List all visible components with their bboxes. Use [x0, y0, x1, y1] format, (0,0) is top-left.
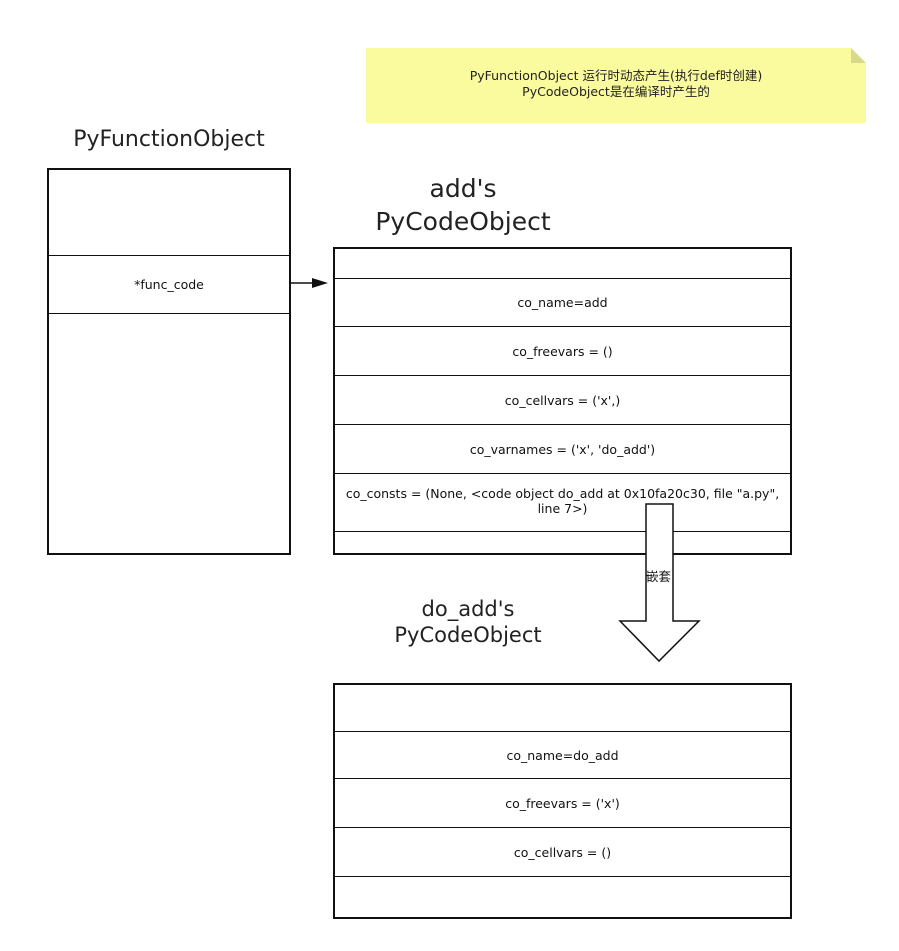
do-add-co-name: co_name=do_add [335, 731, 790, 778]
sticky-note-text: PyFunctionObject 运行时动态产生(执行def时创建) PyCod… [366, 68, 866, 100]
add-co-consts: co_consts = (None, <code object do_add a… [335, 473, 790, 531]
nest-arrow-label: 嵌套 [646, 569, 672, 584]
add-co-varnames: co_varnames = ('x', 'do_add') [335, 424, 790, 473]
add-co-cellvars: co_cellvars = ('x',) [335, 375, 790, 424]
func-object-row [49, 313, 289, 553]
do-add-code-title: do_add's PyCodeObject [333, 596, 603, 648]
add-co-name: co_name=add [335, 278, 790, 326]
add-code-row [335, 531, 790, 555]
func-code-field: *func_code [49, 255, 289, 313]
do-add-code-title-line-1: do_add's [421, 597, 515, 621]
do-add-code-row [335, 685, 790, 731]
do-add-code-row [335, 876, 790, 917]
do-add-co-cellvars: co_cellvars = () [335, 827, 790, 876]
add-co-freevars: co_freevars = () [335, 326, 790, 375]
do-add-code-title-line-2: PyCodeObject [394, 623, 542, 647]
do-add-code-box: co_name=do_add co_freevars = ('x') co_ce… [333, 683, 792, 919]
func-code-arrowhead [312, 278, 328, 288]
note-line-1: PyFunctionObject 运行时动态产生(执行def时创建) [469, 68, 763, 83]
func-object-box: *func_code [47, 168, 291, 555]
note-line-2: PyCodeObject是在编译时产生的 [522, 84, 710, 99]
add-code-box: co_name=add co_freevars = () co_cellvars… [333, 247, 792, 555]
add-code-title: add's PyCodeObject [333, 172, 593, 238]
add-code-title-line-1: add's [429, 174, 497, 203]
nest-arrow [618, 503, 701, 663]
do-add-co-freevars: co_freevars = ('x') [335, 778, 790, 827]
sticky-note-fold [851, 48, 866, 63]
add-code-title-line-2: PyCodeObject [375, 207, 551, 236]
sticky-note [366, 48, 866, 123]
func-object-title: PyFunctionObject [73, 127, 265, 152]
